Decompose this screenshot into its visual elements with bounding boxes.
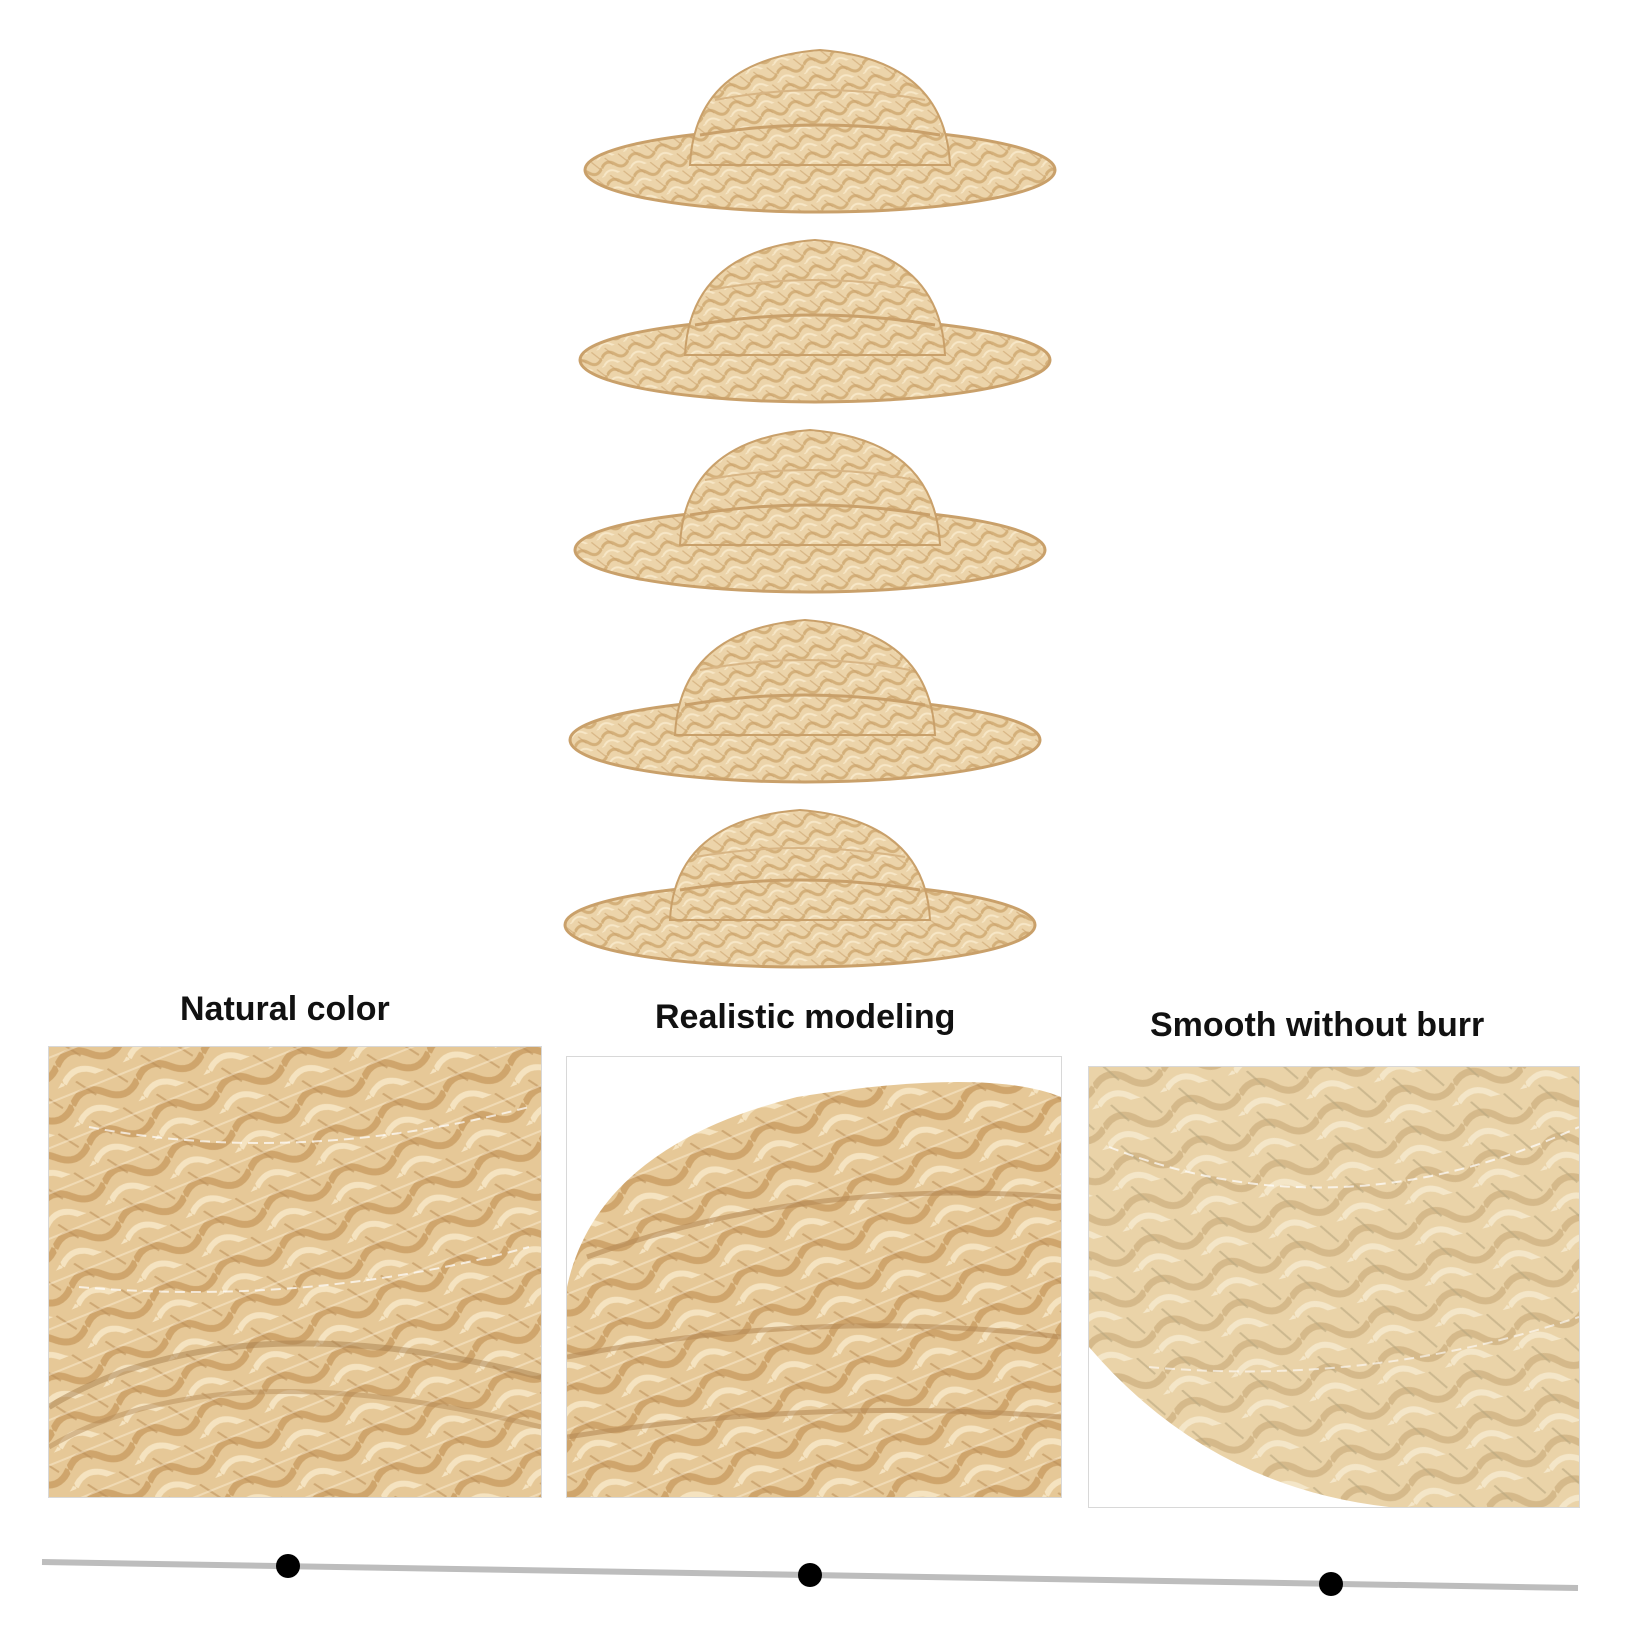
feature-title-natural-color: Natural color <box>180 990 390 1028</box>
straw-hat-icon <box>583 48 1057 214</box>
straw-hat-stack <box>560 40 1080 969</box>
straw-hat-crown-closeup-icon <box>566 1056 1062 1498</box>
feature-title-smooth-without-burr: Smooth without burr <box>1150 1006 1485 1044</box>
timeline-dot <box>798 1563 822 1587</box>
timeline-dot <box>276 1554 300 1578</box>
straw-brim-closeup-icon <box>1088 1066 1580 1508</box>
straw-hat-icon <box>573 428 1047 594</box>
straw-hat-icon <box>568 618 1042 784</box>
straw-texture-closeup-icon <box>48 1046 542 1498</box>
straw-hat-icon <box>563 808 1037 969</box>
timeline-dot <box>1319 1572 1343 1596</box>
straw-hat-icon <box>578 238 1052 404</box>
feature-title-realistic-modeling: Realistic modeling <box>655 998 956 1036</box>
